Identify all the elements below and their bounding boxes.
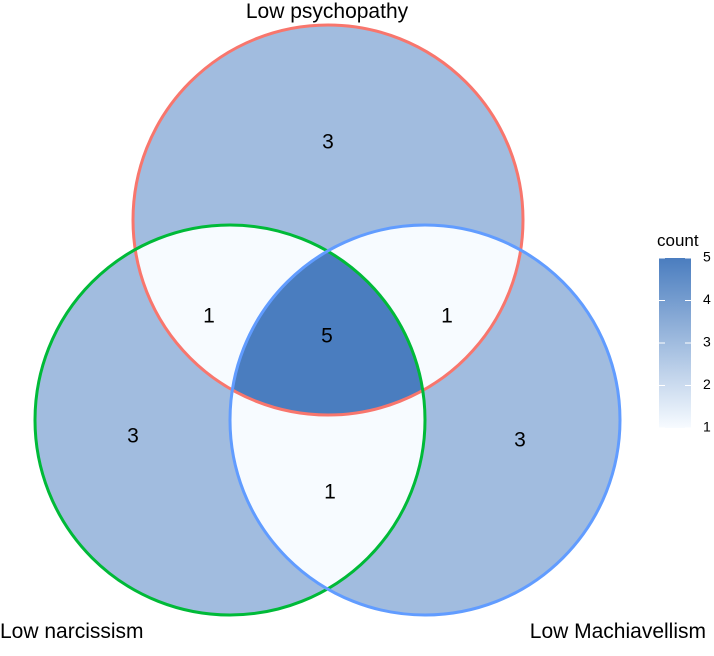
legend-ticks: 1 2 3 4 5 (659, 249, 711, 435)
count-narcissism-machiavellism: 1 (324, 481, 336, 504)
outline-narcissism (33, 223, 427, 617)
legend-tick-label-5: 5 (703, 249, 711, 265)
set-outlines (33, 23, 622, 617)
outline-psychopathy (131, 23, 525, 417)
legend-title: count (657, 231, 699, 250)
legend-tick-label-1: 1 (703, 419, 711, 435)
legend: count 1 2 3 4 5 (657, 231, 711, 435)
set-label-machiavellism: Low Machiavellism (530, 620, 706, 643)
count-machiavellism: 3 (514, 429, 526, 452)
legend-tick-label-3: 3 (703, 334, 711, 350)
count-psychopathy-narcissism-machiavellism: 5 (321, 325, 333, 348)
legend-tick-label-2: 2 (703, 376, 711, 392)
legend-tick-label-4: 4 (703, 291, 711, 307)
count-psychopathy-narcissism: 1 (203, 305, 215, 328)
region-counts: 3 3 3 1 1 1 5 (127, 131, 526, 504)
count-narcissism: 3 (127, 425, 139, 448)
outline-machiavellism (228, 223, 622, 617)
count-psychopathy: 3 (322, 131, 334, 154)
count-psychopathy-machiavellism: 1 (441, 305, 453, 328)
set-label-psychopathy: Low psychopathy (246, 0, 409, 23)
set-label-narcissism: Low narcissism (0, 620, 144, 643)
